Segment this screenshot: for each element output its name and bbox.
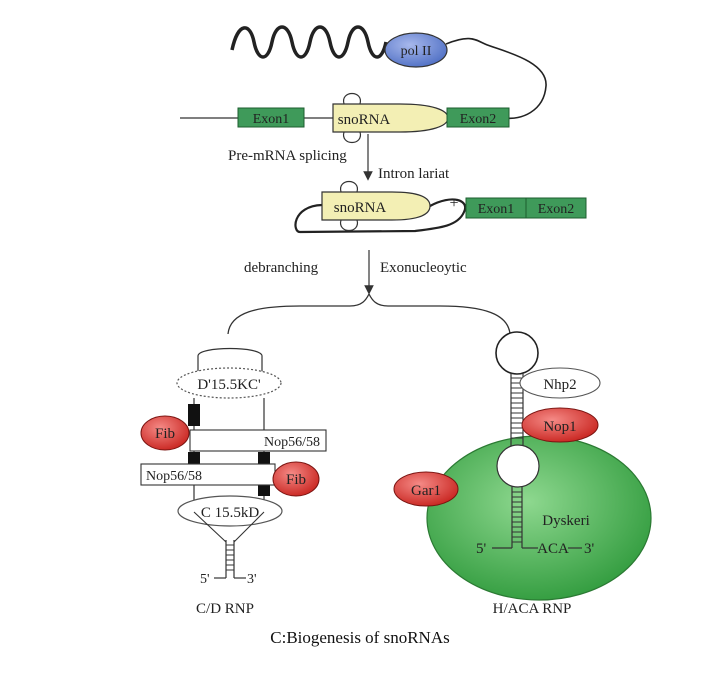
lariat-loop [294, 198, 467, 234]
nhp2-ellipse [519, 367, 601, 399]
exon2-label: Exon2 [460, 112, 497, 127]
nhp2-label: Nhp2 [543, 377, 576, 393]
cd-5prime: 5' [200, 572, 210, 587]
cd-3prime: 3' [247, 572, 257, 587]
exon2-spliced-box [525, 197, 587, 219]
cd-top-loop [197, 347, 263, 372]
haca-internal-loop [496, 444, 540, 488]
cd-c155-label: C 15.5kD [201, 505, 260, 521]
nop1-label: Nop1 [543, 419, 576, 435]
cd-box-black-2 [188, 452, 200, 464]
lariat-snorna-shape [321, 191, 431, 221]
exon1-box [237, 107, 305, 128]
cd-box-black-3 [258, 452, 270, 464]
lariat-lobe-top [340, 180, 358, 193]
haca-stem2-rungs [512, 491, 522, 543]
split-brace [227, 292, 511, 335]
haca-top-loop [495, 331, 539, 375]
gar1-ellipse [393, 471, 459, 507]
plus-sign: + [449, 195, 458, 212]
cd-rnp-title: C/D RNP [196, 601, 254, 617]
dyskerin-ellipse [426, 435, 652, 601]
nop1-ellipse [521, 407, 599, 443]
fib-ellipse-1 [140, 415, 190, 451]
dyskerin-label: Dyskeri [542, 513, 590, 529]
cd-stem-cone [193, 511, 265, 543]
debranching-label: debranching [244, 260, 319, 276]
snorna-lobe-top [343, 92, 361, 105]
lariat-lobe-bottom [340, 219, 358, 232]
nop56-label-1: Nop56/58 [264, 435, 320, 450]
haca-5prime: 5' [476, 541, 487, 557]
cd-d155-ellipse [176, 367, 282, 399]
fib-label-1: Fib [155, 426, 175, 442]
nascent-rna [445, 37, 547, 120]
dna-helix [230, 25, 388, 59]
pol2-label: pol II [401, 44, 432, 59]
exonucleolytic-label: Exonucleoytic [380, 260, 467, 276]
exon2-box [446, 107, 510, 128]
gar1-label: Gar1 [411, 483, 441, 499]
haca-stem1-rungs [511, 377, 523, 439]
nop56-label-2: Nop56/58 [146, 469, 202, 484]
cd-d155-label: D'15.5KC' [197, 377, 261, 393]
cd-stem-rungs [226, 544, 234, 571]
fib-label-2: Fib [286, 472, 306, 488]
snorna-label: snoRNA [338, 112, 391, 128]
lariat-label: Intron lariat [378, 166, 450, 182]
cd-c155-ellipse [177, 495, 283, 527]
pol2-ellipse [384, 32, 448, 68]
exon1-spliced-label: Exon1 [478, 202, 515, 217]
haca-aca: ACA [537, 541, 569, 557]
cd-box-black-1 [188, 404, 200, 426]
haca-3prime: 3' [584, 541, 595, 557]
nop56-box-1 [189, 429, 327, 452]
snorna-lobe-bottom [343, 131, 361, 144]
figure-caption: C:Biogenesis of snoRNAs [270, 628, 450, 647]
fib-ellipse-2 [272, 461, 320, 497]
exon2-spliced-label: Exon2 [538, 202, 575, 217]
haca-rnp-title: H/ACA RNP [493, 601, 572, 617]
exon1-label: Exon1 [253, 112, 290, 127]
splicing-label: Pre-mRNA splicing [228, 148, 347, 164]
lariat-snorna-label: snoRNA [334, 200, 387, 216]
